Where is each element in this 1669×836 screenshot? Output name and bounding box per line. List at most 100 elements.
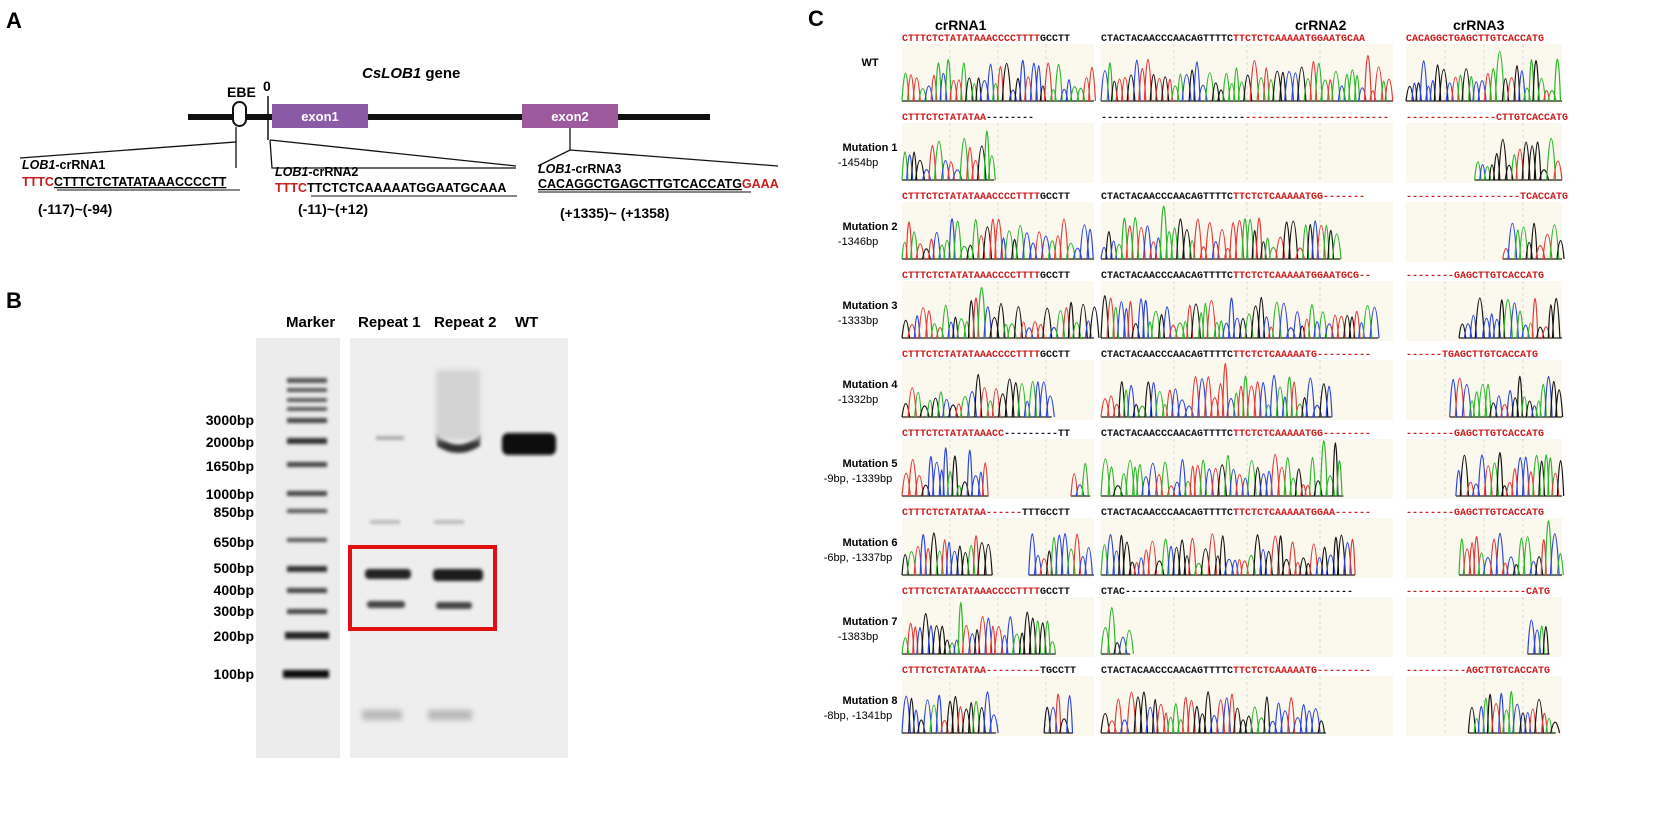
row-name: Mutation 7 xyxy=(843,616,898,628)
row-seq-col2: CTACTACAACCCAACAGTTTTCTTCTCTCAAAAATGGAA-… xyxy=(1101,508,1371,519)
sample-bands xyxy=(365,433,556,609)
row-seq-col2-segment: CTACTACAACCCAACAGTTTTC xyxy=(1101,429,1233,440)
trace-peak xyxy=(1324,323,1334,339)
trace-peak xyxy=(989,714,999,734)
trace-peak xyxy=(910,231,919,260)
trace-peak xyxy=(1224,247,1232,260)
cr3-callout xyxy=(537,149,779,167)
trace-peak xyxy=(1043,62,1053,102)
trace-peak xyxy=(1127,300,1134,339)
trace-peak xyxy=(1498,693,1505,734)
panel-a-letter: A xyxy=(6,8,22,33)
exon1-box xyxy=(272,104,368,128)
zero-label: 0 xyxy=(263,78,271,94)
trace-peak xyxy=(1177,719,1185,734)
trace-peak xyxy=(1531,298,1539,339)
row-seq-col1-segment: CTTTCTCTATATAAACC xyxy=(902,429,1004,440)
trace-peak xyxy=(1496,452,1504,497)
trace-peak xyxy=(1547,90,1557,102)
row-seq-col1: CTTTCTCTATATAAACCCCTTTTGCCTT xyxy=(902,192,1070,203)
row-name: Mutation 5 xyxy=(843,458,898,470)
row-seq-col2-segment: CTAC------------------------------------… xyxy=(1101,587,1353,598)
trace-peak xyxy=(970,475,981,497)
lane-label-repeat1: Repeat 1 xyxy=(358,314,421,331)
row-seq-col1-segment: TGCCTT xyxy=(1040,666,1076,677)
trace-peak xyxy=(1131,323,1140,339)
trace-peak xyxy=(981,462,989,497)
trace-peak xyxy=(921,484,931,497)
trace-peak xyxy=(972,535,980,576)
trace-peak xyxy=(1533,141,1542,181)
trace-peak xyxy=(1473,536,1480,576)
trace-peak xyxy=(1006,616,1015,655)
trace-peak xyxy=(1048,641,1057,655)
trace-peak xyxy=(1484,383,1492,418)
row-seq-col2-segment: CTACTACAACCCAACAGTTTTC xyxy=(1101,508,1233,519)
trace-peak xyxy=(1112,485,1123,497)
trace-peak xyxy=(1317,720,1325,734)
trace-peak xyxy=(1028,533,1037,576)
trace-peak xyxy=(1228,693,1236,734)
row-name: Mutation 4 xyxy=(843,379,899,391)
row-name: Mutation 1 xyxy=(843,142,898,154)
trace-peak xyxy=(1283,457,1292,497)
trace-peak xyxy=(933,141,944,181)
trace-peak xyxy=(1219,535,1227,576)
trace-peak xyxy=(1263,696,1271,734)
trace-peak xyxy=(1075,484,1085,497)
trace-peak xyxy=(1017,383,1027,418)
trace-peak xyxy=(1280,710,1290,734)
lane-label-wt: WT xyxy=(515,314,538,331)
row-seq-col3-segment: --------GAGCTTGTCACCATG xyxy=(1406,508,1544,519)
row-name: Mutation 3 xyxy=(843,300,898,312)
trace-peak xyxy=(929,532,939,576)
cr1-position: (-117)~(-94) xyxy=(38,201,112,217)
trace-peak xyxy=(948,404,959,418)
trace-peak xyxy=(1492,318,1502,339)
gene-title: CsLOB1 gene xyxy=(362,65,460,82)
row-seq-col2: CTACTACAACCCAACAGTTTTCTTCTCTCAAAAATGG---… xyxy=(1101,429,1371,440)
cr2-seq: TTTCTTCTCTCAAAAATGGAATGCAAA xyxy=(275,181,506,195)
row-deletion: -1383bp xyxy=(838,631,878,643)
trace-peak xyxy=(1193,218,1203,260)
trace-peak xyxy=(1114,243,1124,260)
ladder-2000: 2000bp xyxy=(206,434,254,450)
cr3-pam: GAAA xyxy=(742,177,779,191)
trace-peak xyxy=(1209,397,1220,418)
row-seq-col3: ----------AGCTTGTCACCATG xyxy=(1406,666,1550,677)
row-seq-col2-segment: TTCTCTCAAAAATGG-------- xyxy=(1233,429,1371,440)
trace-peak xyxy=(1486,693,1494,734)
trace-peak xyxy=(1207,533,1218,576)
panel-b-letter: B xyxy=(6,288,22,313)
cr3-seq: CACAGGCTGAGCTTGTCACCATGGAAA xyxy=(538,177,779,191)
trace-peak xyxy=(1049,326,1059,339)
trace-peak xyxy=(925,310,933,339)
trace-peak xyxy=(952,169,963,181)
trace-peak xyxy=(983,306,993,339)
trace-peak xyxy=(1547,457,1554,497)
trace-peak xyxy=(1319,440,1328,497)
trace-peak xyxy=(1222,322,1231,339)
row-seq-col3: -------------------TCACCATG xyxy=(1406,192,1568,203)
row-seq-col2: CTACTACAACCCAACAGTTTTCTTCTCTCAAAAATGG---… xyxy=(1101,192,1365,203)
trace-peak xyxy=(901,472,911,497)
trace-peak xyxy=(1277,535,1284,576)
trace-peak xyxy=(1204,222,1215,260)
trace-peak xyxy=(1209,714,1219,734)
trace-peak xyxy=(1042,307,1053,339)
gene-title-rest: gene xyxy=(421,65,460,82)
row-seq-col3: --------GAGCTTGTCACCATG xyxy=(1406,271,1544,282)
trace-peak xyxy=(1066,695,1074,734)
wt-seq-col2-segment: TTCTCTCAAAAATGGAATGCAA xyxy=(1233,34,1365,45)
trace-peak xyxy=(977,286,987,339)
trace-peak xyxy=(1112,403,1121,418)
trace-peak xyxy=(1072,321,1082,339)
trace-peak xyxy=(1482,557,1493,576)
row-name: Mutation 6 xyxy=(843,537,898,549)
trace-peak xyxy=(1035,65,1042,102)
trace-peak xyxy=(1553,160,1563,181)
ladder-200: 200bp xyxy=(214,628,254,644)
trace-peak xyxy=(1199,246,1208,260)
